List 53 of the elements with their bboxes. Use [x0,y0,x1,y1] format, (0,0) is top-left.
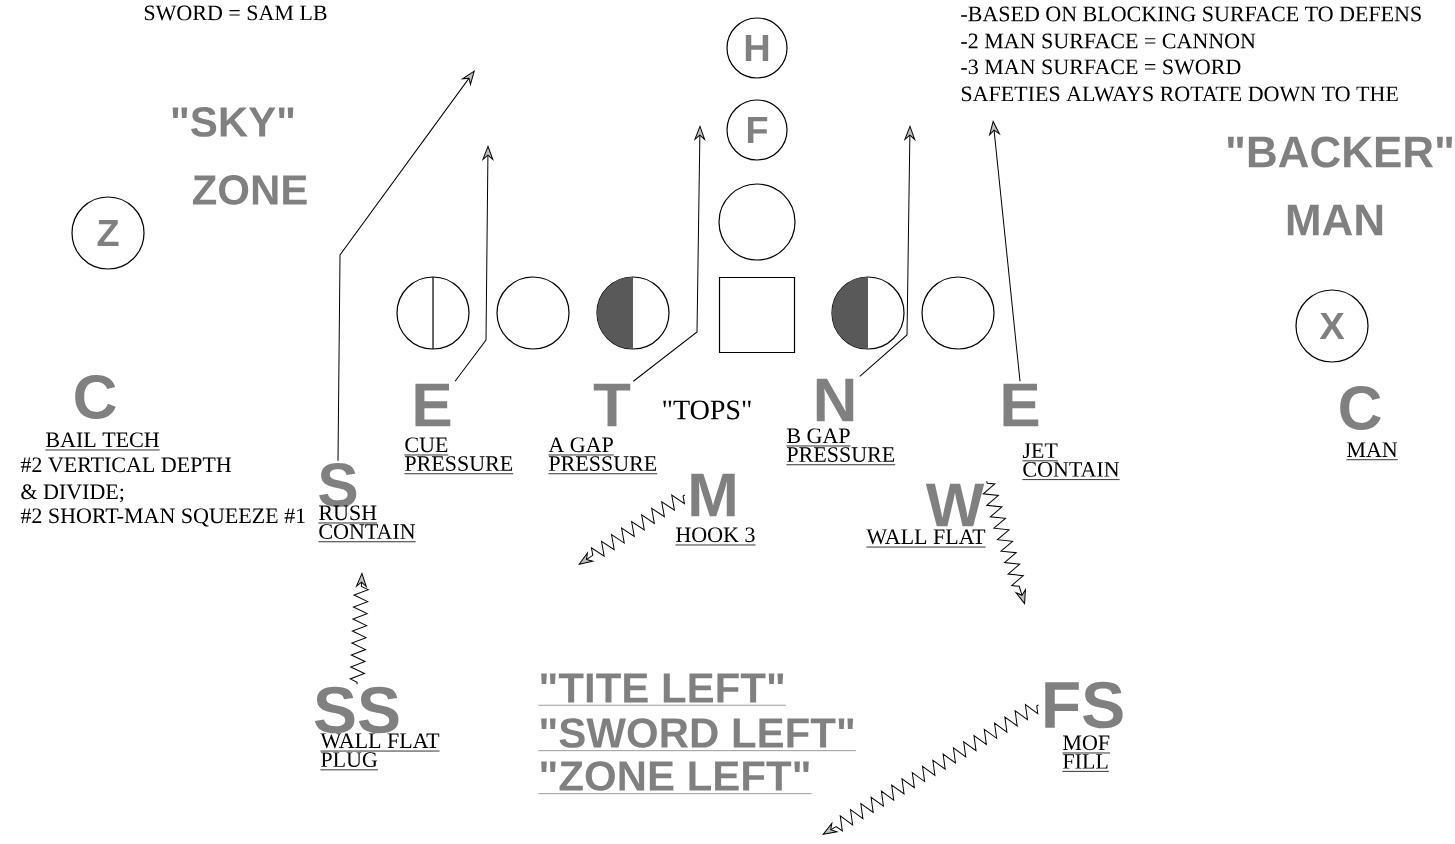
player-circle [718,183,796,261]
note-text: -2 MAN SURFACE = CANNON [961,33,1256,49]
note-text: ZONE [192,175,307,205]
assignment-text: WALL FLAT PLUG [320,733,440,771]
player-circle [921,276,995,350]
player-letter: N [816,378,854,422]
call-text: "SWORD LEFT" [538,718,857,752]
player-letter: E [415,383,451,427]
route-arrow [989,120,1021,382]
note-text: SAFETIES ALWAYS ROTATE DOWN TO THE [961,86,1398,102]
assignment-text: #2 SHORT-MAN SQUEEZE #1 [20,508,305,527]
player-circle [496,276,570,350]
player-letter: E [1003,383,1039,427]
split-circle [396,276,470,350]
assignment-text: B GAP PRESSURE [786,428,896,466]
note-text: "TOPS" [663,400,751,420]
player-letter: SS [314,686,399,734]
assignment-text: WALL FLAT [866,529,986,548]
player-letter: FS [1045,681,1123,729]
zigzag-arrow [578,494,686,565]
note-text: "BACKER" [1227,136,1453,168]
assignment-text: MAN [1346,442,1399,461]
route-arrow [454,145,494,382]
player-letter: W [925,483,985,527]
assignment-text: #2 VERTICAL DEPTH & DIVIDE; [20,457,232,503]
zigzag-arrow [822,704,1039,835]
note-text: MAN [1287,204,1383,236]
player-letter: S [319,463,357,507]
half-filled-circle [831,276,905,350]
route-arrow [337,70,475,462]
player-letter: C [1340,386,1381,430]
assignment-text: RUSH CONTAIN [318,505,417,543]
player-letter: T [593,383,631,427]
assignment-text: CUE PRESSURE [404,437,514,475]
route-arrow [632,125,706,382]
center-square [718,276,796,354]
player-letter: M [691,473,735,517]
assignment-text: A GAP PRESSURE [548,437,658,475]
call-text: "TITE LEFT" [538,673,787,706]
note-text: -BASED ON BLOCKING SURFACE TO DEFENS [961,6,1421,22]
zigzag-arrow [349,572,369,685]
player-letter: C [75,375,116,419]
half-filled-circle [596,276,670,350]
assignment-text: HOOK 3 [675,527,756,546]
note-text: "SKY" [172,107,294,137]
call-text: "ZONE LEFT" [538,761,812,795]
assignment-text: MOF FILL [1062,735,1111,772]
note-text: -3 MAN SURFACE = SWORD [961,59,1241,75]
route-arrow [859,125,916,377]
assignment-text: JET CONTAIN [1022,443,1121,480]
zigzag-arrow [982,480,1026,605]
assignment-text: BAIL TECH [45,432,161,451]
note-text: SWORD = SAM LB [144,5,327,21]
